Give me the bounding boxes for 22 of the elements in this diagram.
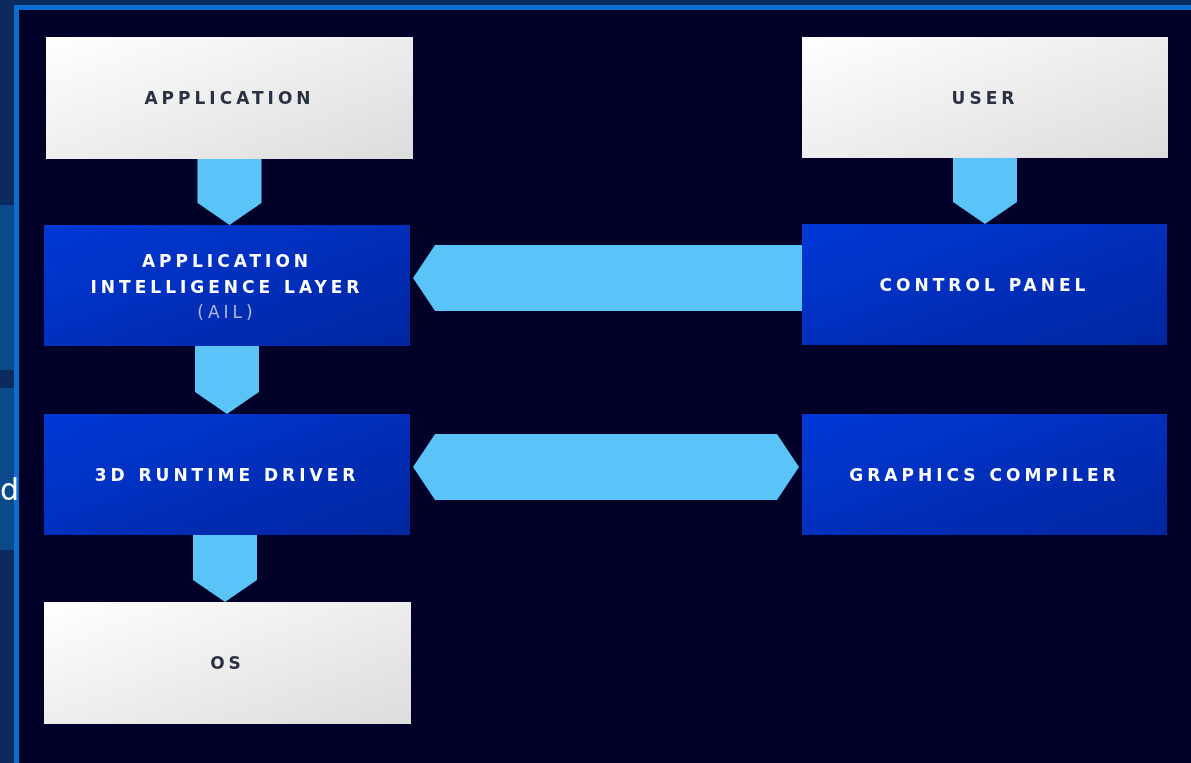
partial-text: d: [0, 472, 20, 508]
block-arrow: [193, 535, 257, 602]
process-box: [44, 414, 410, 535]
node-title: USER: [950, 86, 1020, 110]
node-title: GRAPHICS COMPILER: [848, 463, 1121, 487]
block-arrow: [197, 159, 262, 225]
node-title: APPLICATION: [143, 87, 316, 110]
process-box: [802, 224, 1167, 345]
block-arrow: [953, 158, 1017, 224]
process-box: [46, 37, 413, 159]
block-arrow: [413, 245, 802, 311]
block-arrow: [195, 346, 259, 414]
process-box: [44, 602, 411, 724]
process-box: [802, 37, 1168, 158]
node-title: 3D RUNTIME DRIVER: [93, 463, 361, 487]
node-title: CONTROL PANEL: [878, 273, 1091, 297]
node-title: APPLICATION INTELLIGENCE LAYER: [89, 249, 365, 299]
block-arrow: [413, 434, 799, 500]
node-title: OS: [209, 652, 246, 675]
node-subtitle: (AIL): [197, 300, 257, 324]
process-box: [44, 225, 410, 346]
process-box: [802, 414, 1167, 535]
